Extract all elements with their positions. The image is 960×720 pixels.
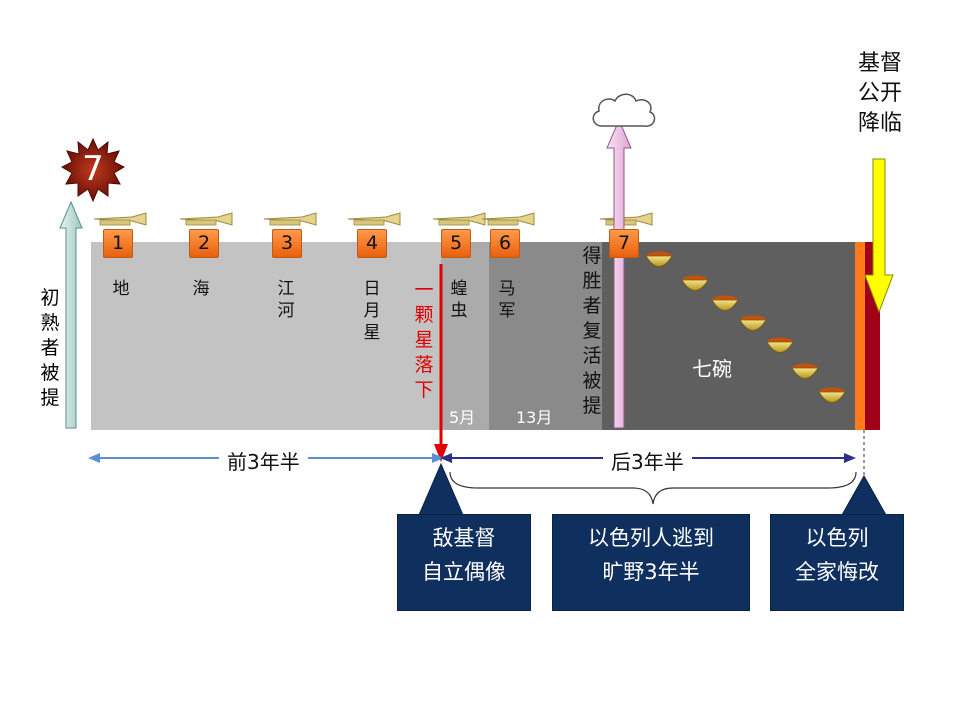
callout-antichrist-line2: 自立偶像	[422, 560, 506, 584]
overcomers-label: 得胜者复活被提	[582, 245, 602, 417]
band-orange-stripe	[855, 242, 865, 430]
bowl-icon	[645, 251, 673, 267]
band-seventh-trumpet	[602, 242, 855, 430]
callout-israel-flee: 以色列人逃到 旷野3年半	[552, 514, 750, 611]
callout-israel-repent: 以色列 全家悔改	[770, 514, 904, 611]
second-half-label: 后3年半	[603, 446, 692, 475]
trumpet-label-4: 日月星	[363, 279, 381, 343]
callout-pointer	[841, 474, 887, 516]
seal-seven-starburst-icon	[61, 138, 125, 202]
bowl-icon	[681, 275, 709, 291]
trumpet-icon	[347, 212, 401, 226]
trumpet-icon	[179, 212, 233, 226]
band-fifth-trumpet	[441, 242, 489, 430]
trumpet-icon	[263, 212, 317, 226]
callout-antichrist: 敌基督 自立偶像	[397, 514, 531, 611]
trumpet-label-2: 海	[192, 279, 210, 299]
cloud-icon	[592, 93, 656, 127]
overcomers-arrow-icon	[606, 118, 632, 429]
callout-israel-repent-line1: 以色列	[805, 526, 869, 550]
band-first-half	[91, 242, 441, 430]
trumpet-flag-2: 2	[189, 229, 219, 258]
second-half-brace	[449, 471, 857, 505]
callout-antichrist-line1: 敌基督	[432, 526, 496, 550]
trumpet-icon	[481, 212, 535, 226]
trumpet-label-6: 马军	[498, 279, 516, 321]
trumpet-icon	[432, 212, 486, 226]
bowl-icon	[711, 295, 739, 311]
callout-israel-flee-line1: 以色列人逃到	[588, 526, 714, 550]
trumpet-label-3: 江河	[277, 279, 295, 321]
seal-seven-number: 7	[82, 149, 104, 189]
christ-return-arrow-icon	[864, 158, 894, 314]
bowls-label: 七碗	[692, 357, 732, 381]
star-falls-label: 一颗星落下	[414, 279, 434, 401]
bowl-icon	[739, 315, 767, 331]
trumpet-label-1: 地	[112, 279, 130, 299]
month-label-sixth: 13月	[516, 408, 553, 427]
trumpet-flag-3: 3	[272, 229, 302, 258]
trumpet-label-5: 蝗虫	[450, 279, 468, 321]
bowl-icon	[818, 387, 846, 403]
rapture-label: 初熟者被提	[40, 287, 60, 409]
rapture-arrow-icon	[59, 200, 83, 429]
bowl-icon	[766, 337, 794, 353]
trumpet-icon	[93, 212, 147, 226]
trumpet-flag-5: 5	[441, 229, 471, 258]
trumpet-flag-7: 7	[609, 229, 639, 258]
trumpet-flag-1: 1	[103, 229, 133, 258]
band-sixth-trumpet	[489, 242, 602, 430]
christ-return-label: 基督公开降临	[857, 51, 902, 136]
month-label-fifth: 5月	[449, 408, 476, 427]
bowls-group	[645, 251, 846, 403]
callout-pointer	[418, 462, 464, 516]
bowl-icon	[791, 363, 819, 379]
callout-israel-repent-line2: 全家悔改	[795, 560, 879, 584]
trumpet-flag-4: 4	[357, 229, 387, 258]
first-half-label: 前3年半	[219, 446, 308, 475]
callout-israel-flee-line2: 旷野3年半	[602, 560, 700, 584]
trumpet-flag-6: 6	[490, 229, 520, 258]
star-falls-arrow-icon	[434, 264, 448, 462]
